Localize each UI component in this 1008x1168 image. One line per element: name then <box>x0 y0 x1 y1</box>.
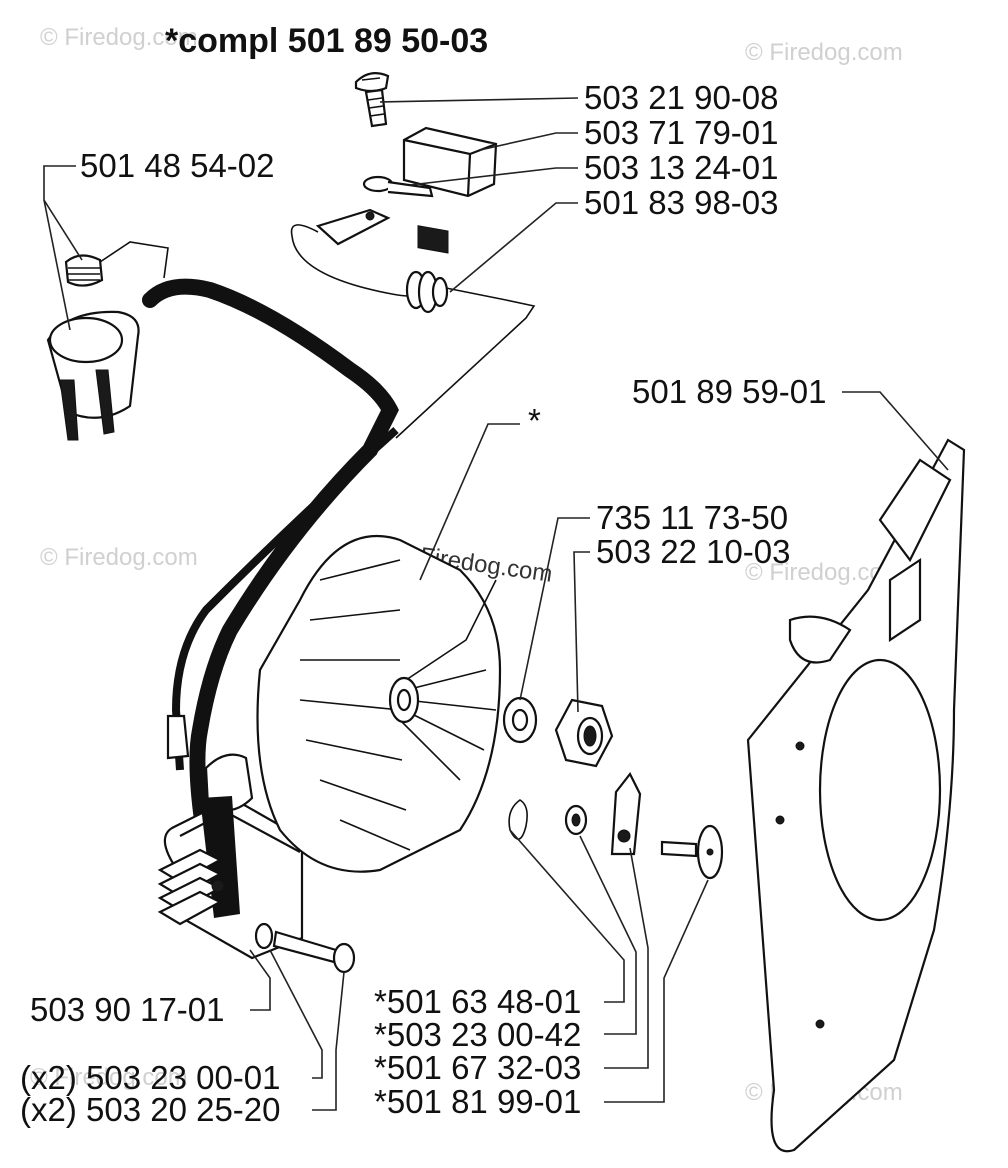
assembly-title: *compl 501 89 50-03 <box>165 22 488 60</box>
watermark-bottom-left: © Firedog.com <box>30 1064 188 1091</box>
shoulder-screw-part <box>660 824 724 880</box>
watermark-top-left: © Firedog.com <box>40 24 198 51</box>
label-nut: 503 22 10-03 <box>596 533 791 570</box>
flywheel-part <box>256 535 502 873</box>
ht-lead-tip <box>166 714 190 760</box>
watermark-mid-left: © Firedog.com <box>40 544 198 571</box>
part-labels: 503 21 90-08 503 71 79-01 503 13 24-01 5… <box>20 79 827 1128</box>
coil-screw-part <box>254 922 356 974</box>
ground-wire <box>290 224 423 297</box>
label-cable-assembly: 501 83 98-03 <box>584 184 779 221</box>
label-small-washer: *503 23 00-42 <box>374 1016 581 1053</box>
pawl-part <box>610 771 642 856</box>
leader-lines <box>43 97 949 1111</box>
nut-part <box>554 698 614 768</box>
label-plate: 501 89 59-01 <box>632 373 827 410</box>
ht-lead-second <box>171 427 399 771</box>
label-screw-top: 503 21 90-08 <box>584 79 779 116</box>
watermark-top-right: © Firedog.com <box>745 39 903 66</box>
ignition-module-part <box>402 126 498 254</box>
label-ignition-module: 503 71 79-01 <box>584 114 779 151</box>
label-flywheel-star: * <box>528 402 541 439</box>
label-ignition-coil: 503 90 17-01 <box>30 991 225 1028</box>
label-spark-plug-boot: 501 48 54-02 <box>80 147 275 184</box>
spring-part <box>508 799 528 840</box>
label-washer-x2: (x2) 503 23 00-01 <box>20 1059 281 1096</box>
label-spring: *501 63 48-01 <box>374 983 581 1020</box>
back-plate-part <box>746 438 966 1153</box>
flywheel-fins <box>299 559 497 851</box>
label-pawl: *501 67 32-03 <box>374 1049 581 1086</box>
screw-top-part <box>354 71 390 128</box>
terminal-part <box>315 175 434 246</box>
label-screw-x2: (x2) 503 20 25-20 <box>20 1091 281 1128</box>
label-terminal: 503 13 24-01 <box>584 149 779 186</box>
coil-laminations <box>157 848 223 926</box>
washer-part <box>502 696 538 744</box>
label-shoulder-screw: *501 81 99-01 <box>374 1083 581 1120</box>
small-washer-part <box>564 804 588 836</box>
grommet-part <box>395 270 536 439</box>
ignition-coil-part <box>157 753 304 960</box>
label-washer: 735 11 73-50 <box>596 499 788 536</box>
spark-plug-boot-part <box>46 241 169 441</box>
